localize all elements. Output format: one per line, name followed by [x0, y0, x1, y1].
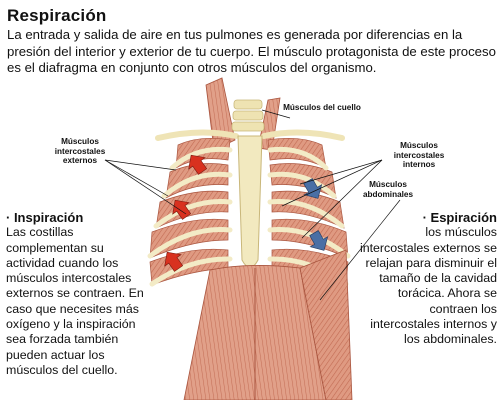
intro-text: La entrada y salida de aire en tus pulmo…: [7, 27, 496, 75]
clavicle-left: [155, 129, 239, 141]
expiration-heading: · Espiración: [422, 210, 497, 225]
expiration-text: los músculos intercostales externos se r…: [359, 225, 497, 347]
ribs-left: [147, 146, 233, 287]
expiration-arrow-2: [309, 230, 329, 251]
label-abdominal-muscles: Músculos abdominales: [362, 180, 414, 199]
label-neck-muscles: Músculos del cuello: [283, 103, 361, 112]
sternum: [237, 135, 263, 268]
diagram-title: Respiración: [7, 6, 107, 25]
inspiration-arrow-3: [164, 251, 184, 272]
abdominal-oblique-right: [299, 249, 353, 400]
leader-lines: [104, 109, 401, 301]
inspiration-heading: · Inspiración: [6, 210, 84, 225]
clavicle-right: [261, 129, 345, 141]
label-external-intercostals: Músculos intercostales externos: [54, 137, 106, 165]
inspiration-arrow-1: [188, 154, 208, 175]
inspiration-text: Las costillas complementan su actividad …: [6, 225, 144, 377]
label-internal-intercostals: Músculos intercostales internos: [393, 141, 445, 169]
expiration-block: · Espiración los músculos intercostales …: [357, 210, 497, 348]
inspiration-arrow-2: [172, 199, 192, 220]
inspiration-block: · Inspiración Las costillas complementan…: [6, 210, 156, 378]
cervical-spine: [231, 99, 265, 132]
